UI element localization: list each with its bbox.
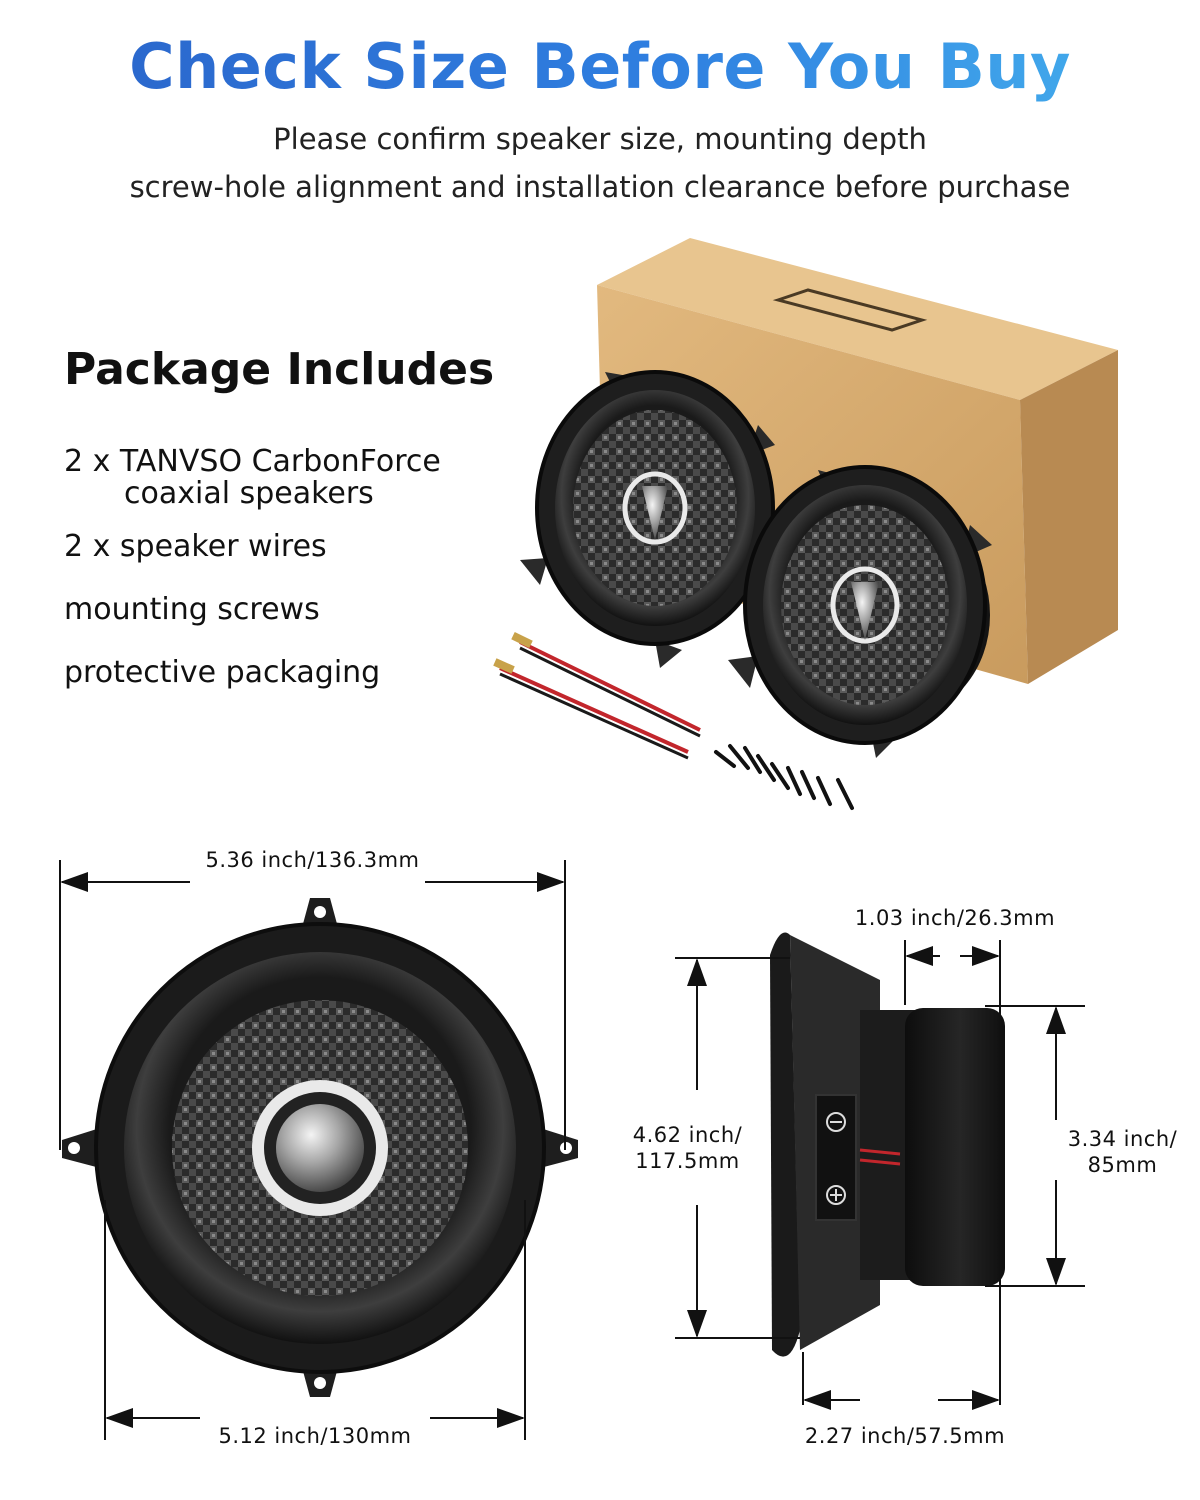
dimension-top-depth: 1.03 inch/26.3mm: [854, 906, 1056, 930]
terminal-positive-icon: [826, 1185, 846, 1205]
dimension-outer-height-line2: 117.5mm: [635, 1149, 740, 1173]
speaker-side-view: [770, 932, 1005, 1357]
speaker-front-view-small-a: [520, 370, 775, 668]
speaker-front-view-small-b: [728, 465, 992, 758]
speaker-wires: [493, 632, 701, 760]
package-item-packaging: protective packaging: [64, 655, 381, 690]
subtitle-line-2: screw-hole alignment and installation cl…: [129, 170, 1071, 204]
package-item-speakers: 2 x TANVSO CarbonForce: [64, 444, 441, 479]
package-includes-title: Package Includes: [64, 344, 495, 395]
dimension-lines-side: [675, 940, 1085, 1410]
dimension-magnet-height: 3.34 inch/ 85mm: [1055, 1126, 1190, 1178]
dimension-outer-height: 4.62 inch/ 117.5mm: [620, 1122, 755, 1174]
dimension-lines-front: [59, 860, 566, 1440]
dimension-mount-depth: 2.27 inch/57.5mm: [804, 1424, 1006, 1448]
mounting-screws: [714, 744, 854, 810]
page-title: Check Size Before You Buy: [0, 30, 1200, 103]
subtitle-line-1: Please confirm speaker size, mounting de…: [273, 122, 927, 156]
package-item-speakers-line2: coaxial speakers: [124, 476, 374, 511]
package-item-wires: 2 x speaker wires: [64, 529, 327, 564]
dimension-cutout-width: 5.12 inch/130mm: [218, 1424, 412, 1448]
dimension-magnet-height-line2: 85mm: [1087, 1153, 1158, 1177]
dimension-overall-width: 5.36 inch/136.3mm: [205, 848, 420, 872]
terminal-negative-icon: [826, 1112, 846, 1132]
dimension-magnet-height-line1: 3.34 inch/: [1067, 1127, 1178, 1151]
dimension-outer-height-line1: 4.62 inch/: [632, 1123, 743, 1147]
package-item-screws: mounting screws: [64, 592, 320, 627]
speaker-front-view-large: [62, 898, 578, 1397]
